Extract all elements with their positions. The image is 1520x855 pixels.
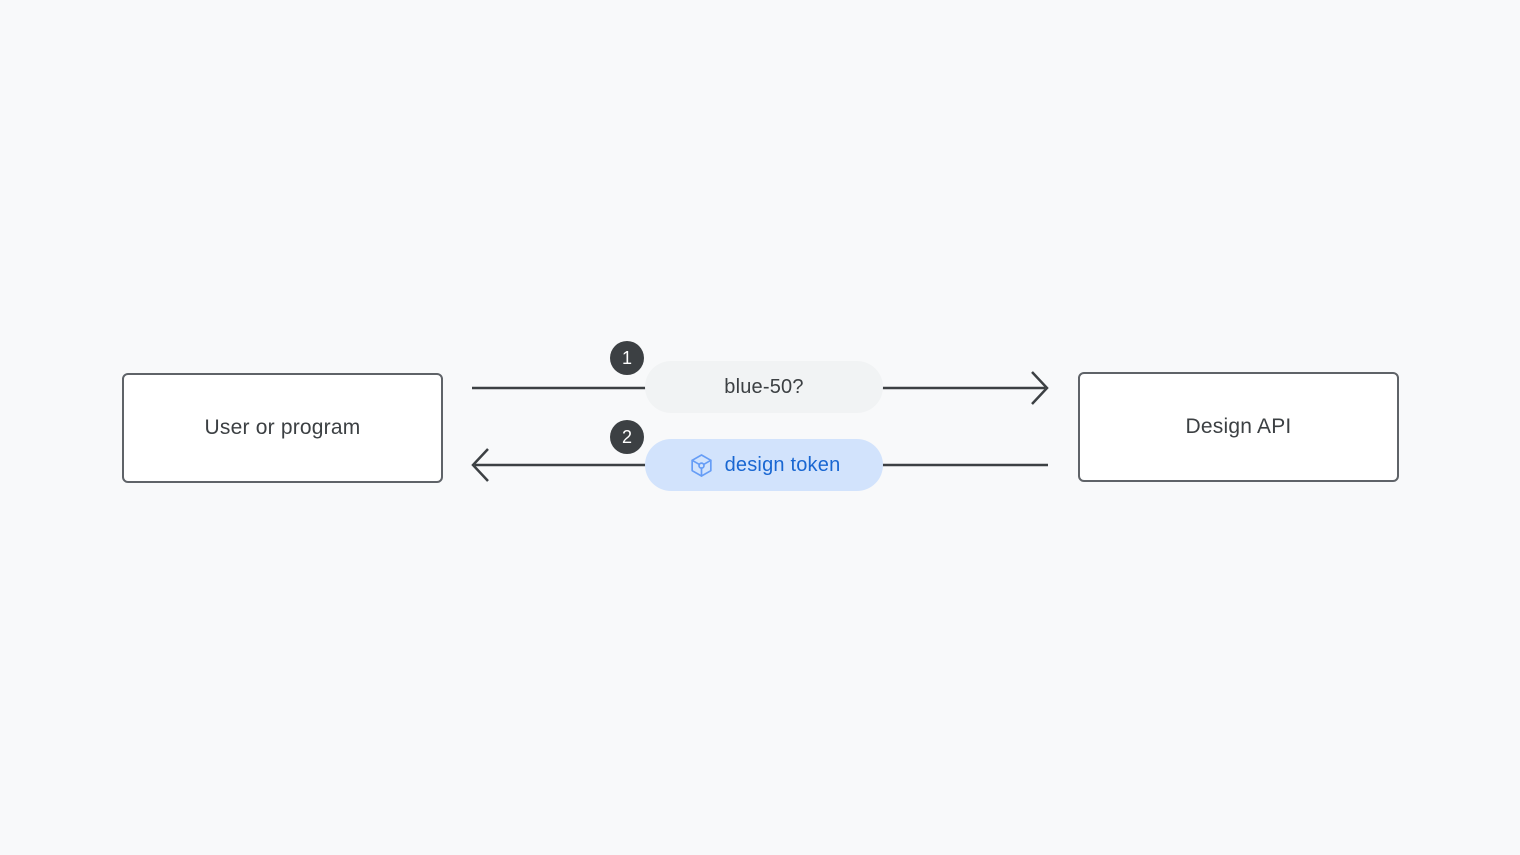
step-1-number: 1: [621, 347, 632, 368]
response-pill: design token: [645, 439, 883, 491]
token-icon: [690, 453, 712, 477]
request-pill: blue-50?: [645, 361, 883, 413]
left-arrowhead-icon: [471, 448, 489, 482]
step-1-badge: 1: [610, 341, 644, 375]
step-2-badge: 2: [610, 420, 644, 454]
request-pill-label: blue-50?: [724, 375, 804, 398]
user-or-program-label: User or program: [204, 416, 361, 439]
user-or-program-node: User or program: [122, 373, 443, 483]
design-api-label: Design API: [1185, 415, 1292, 438]
design-api-node: Design API: [1078, 372, 1399, 482]
step-2-number: 2: [621, 426, 632, 447]
response-pill-label: design token: [724, 453, 841, 476]
right-arrowhead-icon: [1031, 371, 1049, 405]
